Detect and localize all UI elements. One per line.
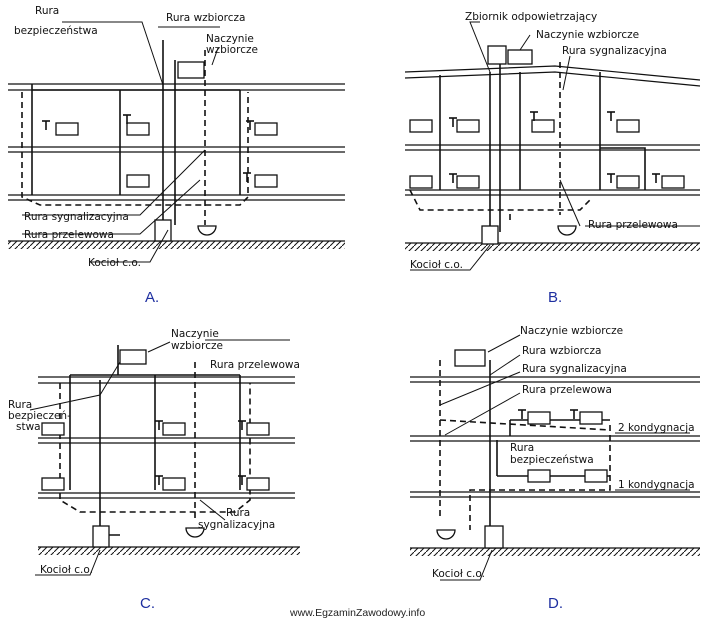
label-c-kociol: Kocioł c.o. bbox=[40, 564, 93, 576]
expansion-tank-icon bbox=[119, 349, 147, 365]
label-a-kociol: Kocioł c.o. bbox=[88, 257, 141, 269]
label-d-rura-wzbiorcza: Rura wzbiorcza bbox=[522, 345, 601, 357]
ground-hatch bbox=[38, 547, 300, 555]
drain-icon bbox=[436, 529, 456, 540]
label-a-rura-sygnalizacyjna: Rura sygnalizacyjna bbox=[24, 211, 129, 223]
label-c-sygnalizacyjna: sygnalizacyjna bbox=[198, 519, 275, 531]
label-c-naczynie: Naczynie bbox=[171, 328, 219, 340]
air-tank-icon bbox=[487, 45, 507, 65]
label-c-rura-przelewowa: Rura przelewowa bbox=[210, 359, 300, 371]
label-c-wzbiorcze: wzbiorcze bbox=[171, 340, 223, 352]
boiler-icon bbox=[92, 525, 110, 548]
label-c-bezpieczen: bezpieczeń- bbox=[8, 410, 71, 422]
label-a-rura-wzbiorcza: Rura wzbiorcza bbox=[166, 12, 245, 24]
boiler-icon bbox=[481, 225, 499, 245]
watermark: www.EgzaminZawodowy.info bbox=[289, 607, 425, 619]
panel-letter-a: A. bbox=[145, 289, 159, 306]
panel-d: Naczynie wzbiorcze Rura wzbiorcza Rura s… bbox=[410, 325, 700, 612]
label-c-stwa: stwa bbox=[16, 421, 41, 433]
label-b-naczynie: Naczynie wzbiorcze bbox=[536, 29, 639, 41]
panel-letter-c: C. bbox=[140, 595, 155, 612]
panel-letter-d: D. bbox=[548, 595, 563, 612]
label-d-kondygnacja-1: 1 kondygnacja bbox=[618, 479, 695, 491]
ground-hatch bbox=[405, 243, 700, 251]
drain-icon bbox=[197, 225, 217, 236]
panel-c: Naczynie wzbiorcze Rura przelewowa Rura … bbox=[8, 328, 300, 612]
label-d-bezpieczenstwa: bezpieczeństwa bbox=[510, 454, 594, 466]
boiler-icon bbox=[484, 525, 504, 549]
expansion-tank-icon bbox=[177, 61, 205, 79]
label-a-wzbiorcze: wzbiorcze bbox=[206, 44, 258, 56]
panel-b: Zbiornik odpowietrzający Naczynie wzbior… bbox=[404, 11, 701, 306]
label-d-naczynie: Naczynie wzbiorcze bbox=[520, 325, 623, 337]
ground-hatch bbox=[410, 548, 700, 556]
label-a-bezpieczenstwa: bezpieczeństwa bbox=[14, 25, 98, 37]
label-c-rura: Rura bbox=[8, 399, 32, 411]
boiler-icon bbox=[154, 219, 172, 242]
label-c-rura2: Rura bbox=[226, 507, 250, 519]
drain-icon bbox=[557, 225, 577, 236]
label-d-kondygnacja-2: 2 kondygnacja bbox=[618, 422, 695, 434]
panel-letter-b: B. bbox=[548, 289, 562, 306]
label-b-zbiornik: Zbiornik odpowietrzający bbox=[465, 11, 597, 23]
label-d-rura-sygnalizacyjna: Rura sygnalizacyjna bbox=[522, 363, 627, 375]
label-a-naczynie: Naczynie bbox=[206, 33, 254, 45]
label-a-rura-przelewowa: Rura przelewowa bbox=[24, 229, 114, 241]
label-b-kociol: Kocioł c.o. bbox=[410, 259, 463, 271]
expansion-tank-icon bbox=[454, 349, 486, 367]
expansion-tank-icon bbox=[507, 49, 533, 65]
label-b-rura-sygnalizacyjna: Rura sygnalizacyjna bbox=[562, 45, 667, 57]
label-b-rura-przelewowa: Rura przelewowa bbox=[588, 219, 678, 231]
label-d-kociol: Kocioł c.o. bbox=[432, 568, 485, 580]
drain-icon bbox=[185, 527, 205, 538]
label-a-rura: Rura bbox=[35, 5, 59, 17]
label-d-rura-przelewowa: Rura przelewowa bbox=[522, 384, 612, 396]
panel-a: Rura bezpieczeństwa Rura wzbiorcza Naczy… bbox=[8, 5, 345, 306]
label-d-rura: Rura bbox=[510, 442, 534, 454]
ground-hatch bbox=[8, 241, 345, 249]
